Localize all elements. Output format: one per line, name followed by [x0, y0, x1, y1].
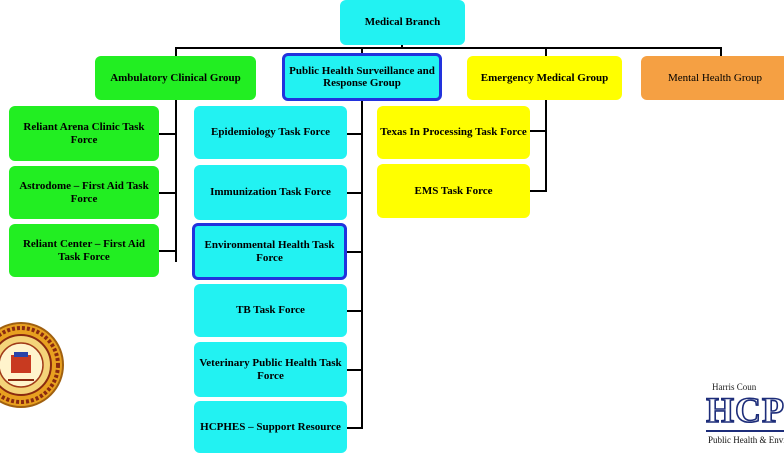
task-force-label: Epidemiology Task Force — [211, 126, 330, 138]
epidemiology-task-force: Epidemiology Task Force — [194, 106, 347, 159]
mental-health-drop-line — [720, 47, 722, 56]
public-health-surveillance-group-node: Public Health Surveillance and Response … — [282, 53, 442, 101]
task-force-label: Astrodome – First Aid Task Force — [19, 179, 149, 205]
public-health-branch-6 — [346, 427, 363, 429]
ambulatory-branch-3 — [158, 250, 177, 252]
logo-bottom-line: Public Health & Environm — [708, 435, 784, 445]
county-seal-icon — [0, 322, 64, 408]
task-force-label: Environmental Health Task Force — [204, 238, 335, 264]
emergency-medical-group-label: Emergency Medical Group — [480, 71, 609, 84]
public-health-trunk-line — [361, 101, 363, 428]
task-force-label: HCPHES – Support Resource — [200, 420, 341, 433]
logo-divider — [706, 430, 784, 432]
task-force-label: TB Task Force — [236, 304, 305, 316]
hcphes-logo: Harris Coun HCPHE Public Health & Enviro… — [706, 378, 784, 453]
reliant-arena-clinic-task-force: Reliant Arena Clinic Task Force — [9, 106, 159, 161]
task-force-label: Reliant Center – First Aid Task Force — [22, 237, 145, 263]
public-health-branch-4 — [346, 310, 363, 312]
ambulatory-clinical-group-node: Ambulatory Clinical Group — [95, 56, 256, 100]
public-health-surveillance-group-label: Public Health Surveillance and Response … — [289, 65, 435, 89]
emergency-drop-line — [545, 47, 547, 56]
environmental-health-task-force: Environmental Health Task Force — [192, 223, 347, 280]
ambulatory-branch-1 — [158, 133, 177, 135]
immunization-task-force: Immunization Task Force — [194, 165, 347, 220]
task-force-label: EMS Task Force — [414, 184, 493, 197]
public-health-branch-5 — [346, 369, 363, 371]
logo-acronym: HCPHE — [706, 390, 784, 430]
group-bus-line — [175, 47, 720, 49]
mental-health-group-node: Mental Health Group — [641, 56, 784, 100]
task-force-label: Immunization Task Force — [210, 186, 331, 198]
public-health-branch-2 — [346, 192, 363, 194]
tb-task-force: TB Task Force — [194, 284, 347, 337]
logo-top-line: Harris Coun — [712, 382, 757, 392]
medical-branch-node: Medical Branch — [340, 0, 465, 45]
public-health-drop-line — [361, 47, 363, 53]
task-force-label: Reliant Arena Clinic Task Force — [23, 120, 145, 146]
medical-branch-label: Medical Branch — [364, 16, 441, 28]
ambulatory-branch-2 — [158, 192, 177, 194]
hcphes-support-resource: HCPHES – Support Resource — [194, 401, 347, 453]
emergency-trunk-line — [545, 100, 547, 192]
ambulatory-trunk-line — [175, 100, 177, 262]
public-health-branch-3 — [346, 251, 363, 253]
ambulatory-drop-line — [175, 47, 177, 56]
texas-in-processing-task-force: Texas In Processing Task Force — [377, 106, 530, 159]
reliant-center-first-aid-task-force: Reliant Center – First Aid Task Force — [9, 224, 159, 277]
ambulatory-clinical-group-label: Ambulatory Clinical Group — [110, 71, 241, 84]
emergency-medical-group-node: Emergency Medical Group — [467, 56, 622, 100]
astrodome-first-aid-task-force: Astrodome – First Aid Task Force — [9, 166, 159, 219]
veterinary-public-health-task-force: Veterinary Public Health Task Force — [194, 342, 347, 397]
public-health-branch-1 — [346, 133, 363, 135]
mental-health-group-label: Mental Health Group — [667, 71, 763, 84]
emergency-branch-1 — [529, 130, 547, 132]
emergency-branch-2 — [529, 190, 547, 192]
task-force-label: Texas In Processing Task Force — [380, 126, 527, 138]
ems-task-force: EMS Task Force — [377, 164, 530, 218]
task-force-label: Veterinary Public Health Task Force — [199, 356, 342, 382]
